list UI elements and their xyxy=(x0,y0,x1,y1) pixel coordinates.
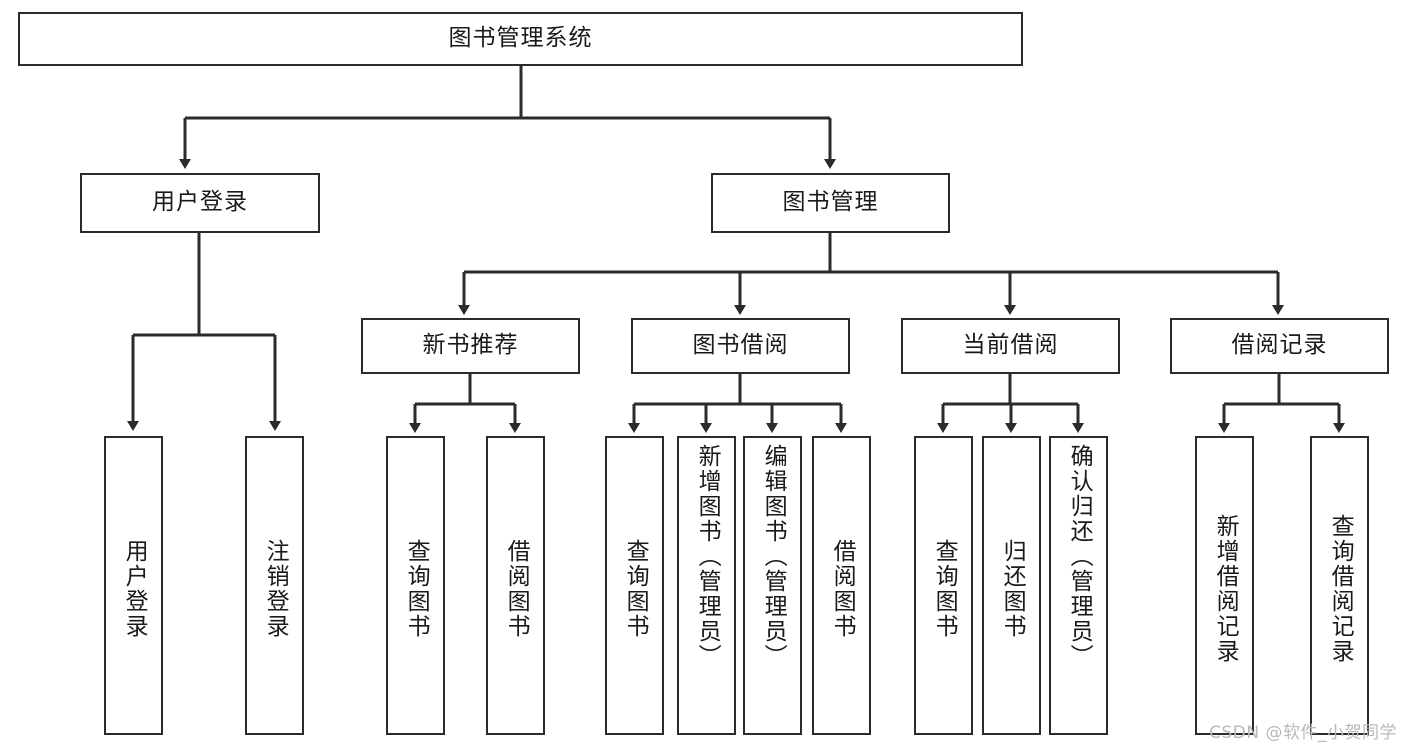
leaf-borrow-edit-book[interactable]: 编辑图书（管理员） xyxy=(743,436,802,735)
leaf-label: 确认归还（管理员） xyxy=(1066,444,1093,669)
node-book-borrow[interactable]: 图书借阅 xyxy=(631,318,850,374)
leaf-record-add-record[interactable]: 新增借阅记录 xyxy=(1195,436,1254,735)
node-new-book-recommend-label: 新书推荐 xyxy=(422,332,519,359)
leaf-user-login-login[interactable]: 用户登录 xyxy=(104,436,163,735)
node-book-management[interactable]: 图书管理 xyxy=(711,173,950,233)
leaf-record-query-record[interactable]: 查询借阅记录 xyxy=(1310,436,1369,735)
leaf-current-return-book[interactable]: 归还图书 xyxy=(982,436,1041,735)
leaf-label: 查询图书 xyxy=(403,538,430,639)
leaf-current-query-book[interactable]: 查询图书 xyxy=(914,436,973,735)
node-root[interactable]: 图书管理系统 xyxy=(18,12,1023,66)
node-borrow-record[interactable]: 借阅记录 xyxy=(1170,318,1389,374)
leaf-label: 借阅图书 xyxy=(829,538,856,639)
leaf-current-confirm-return[interactable]: 确认归还（管理员） xyxy=(1049,436,1108,735)
node-borrow-record-label: 借阅记录 xyxy=(1231,332,1328,359)
leaf-borrow-borrow-book[interactable]: 借阅图书 xyxy=(812,436,871,735)
leaf-label: 归还图书 xyxy=(999,538,1026,639)
leaf-user-login-logout[interactable]: 注销登录 xyxy=(245,436,304,735)
node-root-label: 图书管理系统 xyxy=(448,25,593,52)
node-book-management-label: 图书管理 xyxy=(782,189,879,216)
node-user-login[interactable]: 用户登录 xyxy=(80,173,320,233)
leaf-borrow-query-book[interactable]: 查询图书 xyxy=(605,436,664,735)
node-book-borrow-label: 图书借阅 xyxy=(692,332,789,359)
leaf-borrow-add-book[interactable]: 新增图书（管理员） xyxy=(677,436,736,735)
node-current-borrow-label: 当前借阅 xyxy=(962,332,1059,359)
leaf-label: 查询图书 xyxy=(931,538,958,639)
leaf-label: 新增借阅记录 xyxy=(1212,513,1239,664)
leaf-label: 查询借阅记录 xyxy=(1327,513,1354,664)
leaf-label: 注销登录 xyxy=(262,538,289,639)
leaf-label: 查询图书 xyxy=(622,538,649,639)
node-current-borrow[interactable]: 当前借阅 xyxy=(901,318,1120,374)
leaf-label: 新增图书（管理员） xyxy=(694,444,721,669)
leaf-label: 借阅图书 xyxy=(503,538,530,639)
node-user-login-label: 用户登录 xyxy=(152,189,248,216)
leaf-label: 编辑图书（管理员） xyxy=(760,444,787,669)
leaf-label: 用户登录 xyxy=(121,538,148,639)
node-new-book-recommend[interactable]: 新书推荐 xyxy=(361,318,580,374)
watermark: CSDN @软件_小贺同学 xyxy=(1209,723,1397,743)
leaf-recommend-query-book[interactable]: 查询图书 xyxy=(386,436,445,735)
leaf-recommend-borrow-book[interactable]: 借阅图书 xyxy=(486,436,545,735)
